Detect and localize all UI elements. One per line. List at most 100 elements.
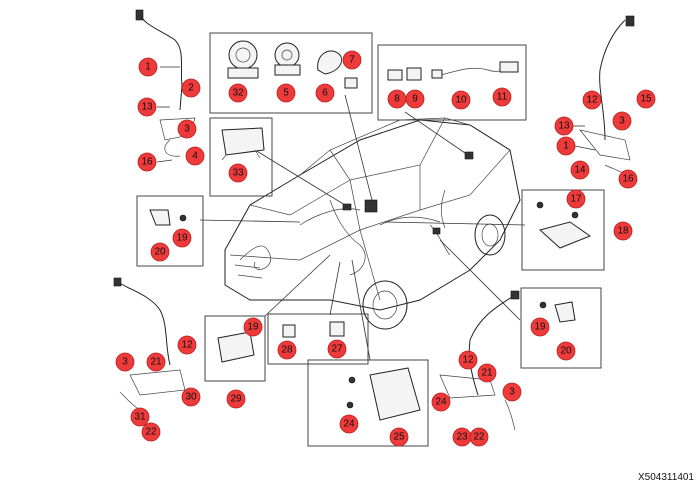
callout-18: 18 — [613, 221, 633, 241]
svg-text:17: 17 — [570, 194, 582, 205]
svg-text:16: 16 — [622, 174, 634, 185]
svg-text:7: 7 — [349, 55, 355, 66]
callout-3-right-top: 3 — [612, 111, 632, 131]
car-illustration — [224, 117, 521, 330]
callout-4: 4 — [185, 146, 205, 166]
callout-27: 27 — [327, 339, 347, 359]
svg-text:21: 21 — [150, 357, 162, 368]
callout-23: 23 — [452, 427, 472, 447]
callout-22-left: 22 — [141, 422, 161, 442]
svg-text:19: 19 — [176, 233, 188, 244]
callout-5: 5 — [276, 83, 296, 103]
svg-text:3: 3 — [509, 387, 515, 398]
svg-text:1: 1 — [563, 141, 569, 152]
callout-10: 10 — [451, 90, 471, 110]
svg-text:32: 32 — [232, 88, 244, 99]
document-code: X504311401 — [638, 472, 694, 483]
svg-text:24: 24 — [435, 397, 447, 408]
callouts: 1 2 13 3 4 16 32 5 6 7 8 9 10 11 33 12 1… — [115, 50, 656, 447]
svg-text:22: 22 — [473, 432, 485, 443]
svg-text:20: 20 — [560, 346, 572, 357]
svg-text:2: 2 — [188, 83, 194, 94]
svg-text:3: 3 — [619, 116, 625, 127]
svg-text:24: 24 — [343, 419, 355, 430]
frame-sensors-27-28 — [267, 313, 369, 365]
svg-text:21: 21 — [481, 368, 493, 379]
svg-text:16: 16 — [141, 157, 153, 168]
callout-7: 7 — [342, 50, 362, 70]
svg-text:15: 15 — [640, 94, 652, 105]
callout-12-right: 12 — [582, 90, 602, 110]
callout-24-right: 24 — [431, 392, 451, 412]
callout-28: 28 — [277, 340, 297, 360]
callout-1: 1 — [138, 57, 180, 77]
callout-29: 29 — [226, 389, 246, 409]
callout-13-left: 13 — [137, 97, 170, 117]
svg-text:11: 11 — [497, 92, 508, 103]
frame-side-sensor-right — [520, 287, 602, 369]
frame-side-sensor-left — [136, 195, 204, 267]
callout-3-right-bottom: 3 — [502, 382, 522, 402]
callout-31: 31 — [130, 407, 150, 427]
frame-passenger-airbag — [209, 117, 273, 197]
svg-text:19: 19 — [534, 322, 546, 333]
callout-20-left: 20 — [150, 242, 170, 262]
callout-16-right: 16 — [618, 169, 638, 189]
svg-text:14: 14 — [574, 165, 586, 176]
svg-text:22: 22 — [145, 427, 157, 438]
svg-text:6: 6 — [322, 88, 328, 99]
callout-33: 33 — [228, 163, 248, 183]
leader-lines — [199, 94, 526, 361]
callout-19-right: 19 — [530, 317, 550, 337]
svg-text:18: 18 — [617, 226, 629, 237]
svg-text:28: 28 — [281, 345, 293, 356]
callout-19-center: 19 — [243, 317, 263, 337]
svg-text:9: 9 — [412, 94, 418, 105]
callout-12-right-bottom: 12 — [458, 350, 478, 370]
svg-text:12: 12 — [181, 340, 193, 351]
callout-20-right: 20 — [556, 341, 576, 361]
svg-text:3: 3 — [122, 357, 128, 368]
callout-22-right: 22 — [469, 427, 489, 447]
svg-text:19: 19 — [247, 322, 259, 333]
callout-14: 14 — [570, 160, 590, 180]
svg-text:13: 13 — [558, 121, 570, 132]
svg-text:1: 1 — [145, 62, 151, 73]
callout-30: 30 — [181, 387, 201, 407]
callout-6: 6 — [315, 83, 335, 103]
frame-steering-horn — [209, 32, 373, 114]
callout-9: 9 — [405, 89, 425, 109]
svg-text:3: 3 — [184, 124, 190, 135]
callout-25: 25 — [389, 427, 409, 447]
callout-24: 24 — [339, 414, 359, 434]
svg-text:31: 31 — [134, 412, 146, 423]
svg-text:8: 8 — [394, 94, 400, 105]
callout-11: 11 — [492, 87, 512, 107]
svg-text:27: 27 — [331, 344, 343, 355]
svg-text:12: 12 — [586, 95, 598, 106]
callout-1-right: 1 — [556, 136, 596, 156]
callout-3-left-top: 3 — [177, 119, 197, 139]
callout-21-right: 21 — [477, 363, 497, 383]
svg-text:29: 29 — [230, 394, 242, 405]
callout-17: 17 — [566, 189, 586, 209]
callout-16-left: 16 — [137, 152, 173, 172]
callout-21-left: 21 — [146, 352, 166, 372]
frame-airbag-module — [307, 359, 429, 447]
callout-3-left-bottom: 3 — [115, 352, 135, 372]
callout-15: 15 — [636, 89, 656, 109]
svg-text:20: 20 — [154, 247, 166, 258]
frame-rear-module — [521, 189, 605, 271]
callout-32: 32 — [228, 83, 248, 103]
svg-text:4: 4 — [192, 151, 198, 162]
svg-text:30: 30 — [185, 392, 197, 403]
svg-text:33: 33 — [232, 168, 244, 179]
frame-control-unit — [204, 315, 266, 382]
callout-2: 2 — [181, 78, 201, 98]
callout-8: 8 — [387, 89, 407, 109]
svg-text:25: 25 — [393, 432, 405, 443]
svg-text:12: 12 — [462, 355, 474, 366]
callout-12-left-bottom: 12 — [177, 335, 197, 355]
svg-text:13: 13 — [141, 102, 153, 113]
